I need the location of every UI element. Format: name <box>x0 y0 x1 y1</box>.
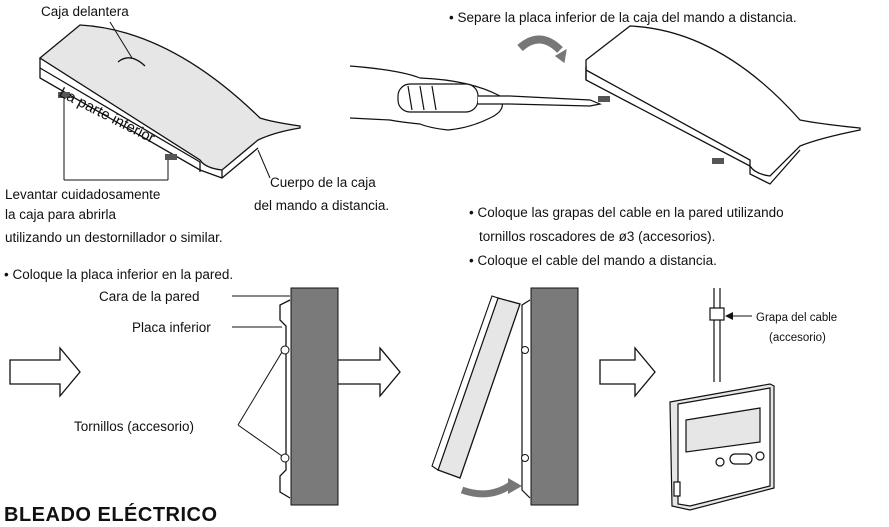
hand-screwdriver-illustration <box>349 35 603 131</box>
label-lift-2: la caja para abrirla <box>5 207 117 222</box>
open-case-illustration <box>585 25 861 185</box>
label-bottom-plate: Placa inferior <box>132 320 211 335</box>
label-screws: Tornillos (accesorio) <box>74 419 195 434</box>
wall-with-plate-illustration <box>279 287 339 506</box>
leader-lines-left <box>63 21 271 181</box>
label-clamp-1: Grapa del cable <box>756 312 838 324</box>
label-body-2: del mando a distancia. <box>254 198 390 213</box>
label-front-case: Caja delantera <box>41 4 129 19</box>
label-body-1: Cuerpo de la caja <box>270 175 376 190</box>
remote-case-illustration <box>38 24 301 179</box>
section-heading: BLEADO ELÉCTRICO <box>4 504 218 526</box>
label-separate: • Separe la placa inferior de la caja de… <box>449 10 797 25</box>
label-clamp-2: (accesorio) <box>769 332 826 344</box>
label-lift-1: Levantar cuidadosamente <box>5 187 161 202</box>
leader-lines-wall <box>232 295 290 457</box>
label-lift-3: utilizando un destornillador o similar. <box>5 230 223 245</box>
label-wall-face: Cara de la pared <box>99 289 200 304</box>
label-clamps-1: • Coloque las grapas del cable en la par… <box>469 205 784 220</box>
label-cable: • Coloque el cable del mando a distancia… <box>469 253 717 268</box>
label-place-plate: • Coloque la placa inferior en la pared. <box>4 267 234 282</box>
wall-with-case-illustration <box>431 287 579 506</box>
label-clamps-2: tornillos roscadores de ø3 (accesorios). <box>479 229 716 244</box>
arrow-right-icon <box>9 346 656 398</box>
remote-controller-illustration <box>669 288 775 511</box>
